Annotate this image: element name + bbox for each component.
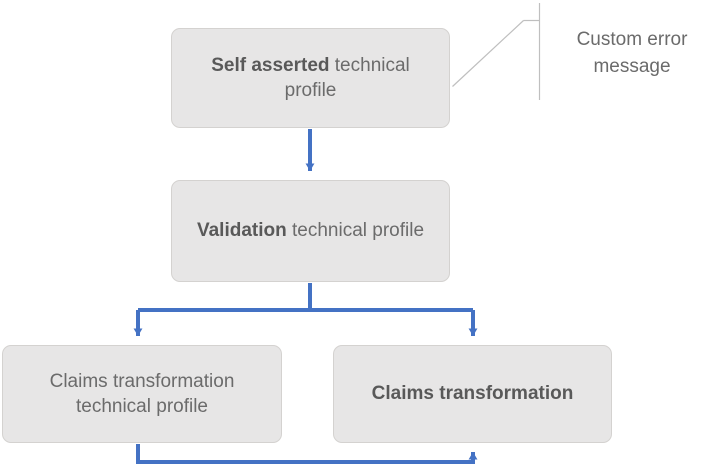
node-label: Self asserted technical profile: [186, 53, 435, 103]
callout-line-1: Custom error: [576, 29, 688, 50]
node-label: Validation technical profile: [186, 218, 435, 243]
node-claims-transformation-technical-profile[interactable]: Claims transformation technical profile: [2, 345, 282, 443]
node-label: Claims transformation: [348, 381, 597, 406]
callout-custom-error-message: Custom error message: [552, 27, 712, 81]
node-validation-technical-profile[interactable]: Validation technical profile: [171, 180, 450, 282]
node-label-regular: technical profile: [286, 220, 425, 242]
callout-diagonal-segment: [452, 20, 524, 87]
node-label-bold: Claims transformation: [371, 383, 574, 405]
node-label: Claims transformation technical profile: [17, 369, 267, 419]
node-label-regular: technical profile: [284, 54, 410, 101]
node-label-bold: Validation: [196, 220, 287, 242]
callout-line-2: message: [593, 55, 671, 77]
node-label-bold: Self asserted: [211, 54, 330, 76]
node-label-regular: Claims transformation technical profile: [49, 370, 235, 417]
connector-claims-tp-to-claims-transformation: [136, 444, 478, 464]
node-self-asserted-technical-profile[interactable]: Self asserted technical profile: [171, 28, 450, 128]
node-claims-transformation[interactable]: Claims transformation: [333, 345, 612, 443]
